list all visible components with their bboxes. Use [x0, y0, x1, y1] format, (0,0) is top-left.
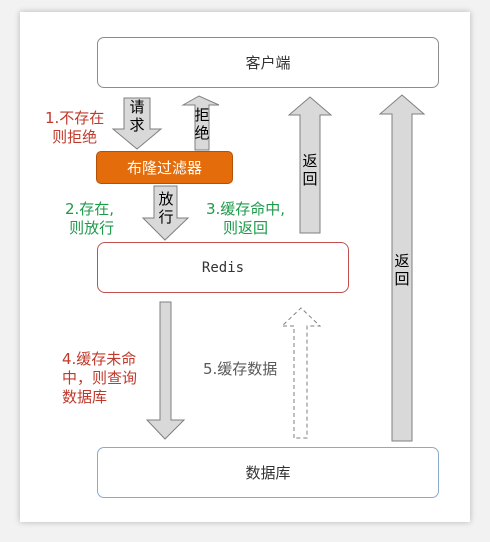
reject-arrow-label: 拒绝	[194, 106, 210, 142]
db-return-arrow	[378, 94, 426, 442]
step3-line2: 则返回	[223, 219, 269, 237]
pass-arrow	[141, 185, 190, 241]
reject-arrow	[181, 95, 220, 151]
redis-node: Redis	[97, 242, 349, 293]
step2-line1: 2.存在,	[65, 200, 115, 218]
bloom-filter-node: 布隆过滤器	[96, 151, 233, 184]
step2-annotation: 2.存在, 则放行	[65, 200, 114, 238]
step4-line3: 数据库	[62, 388, 108, 406]
query-db-arrow	[145, 301, 186, 440]
step1-annotation: 1.不存在 则拒绝	[45, 109, 104, 147]
filter-label: 布隆过滤器	[126, 159, 202, 177]
step5-annotation: 5.缓存数据	[203, 360, 278, 378]
step3-annotation: 3.缓存命中, 则返回	[206, 200, 285, 238]
step1-line1: 1.不存在	[45, 109, 105, 127]
step4-line2: 中，则查询	[62, 369, 138, 387]
database-node: 数据库	[97, 447, 439, 498]
step3-line1: 3.缓存命中,	[206, 200, 286, 218]
db-return-label: 返回	[394, 252, 410, 288]
redis-return-label: 返回	[302, 152, 318, 188]
pass-arrow-label: 放行	[158, 190, 174, 226]
client-node: 客户端	[97, 37, 439, 88]
request-arrow	[111, 97, 163, 150]
redis-return-arrow	[287, 96, 333, 234]
database-label: 数据库	[245, 464, 291, 482]
step1-line2: 则拒绝	[52, 128, 98, 146]
step4-line1: 4.缓存未命	[62, 350, 137, 368]
client-label: 客户端	[245, 54, 291, 72]
cache-data-arrow	[282, 308, 320, 439]
step4-annotation: 4.缓存未命 中，则查询 数据库	[62, 350, 137, 407]
request-arrow-label: 请求	[129, 98, 145, 134]
cache-data-arrow-outline	[280, 307, 322, 439]
redis-label: Redis	[201, 259, 245, 276]
step2-line2: 则放行	[69, 219, 115, 237]
